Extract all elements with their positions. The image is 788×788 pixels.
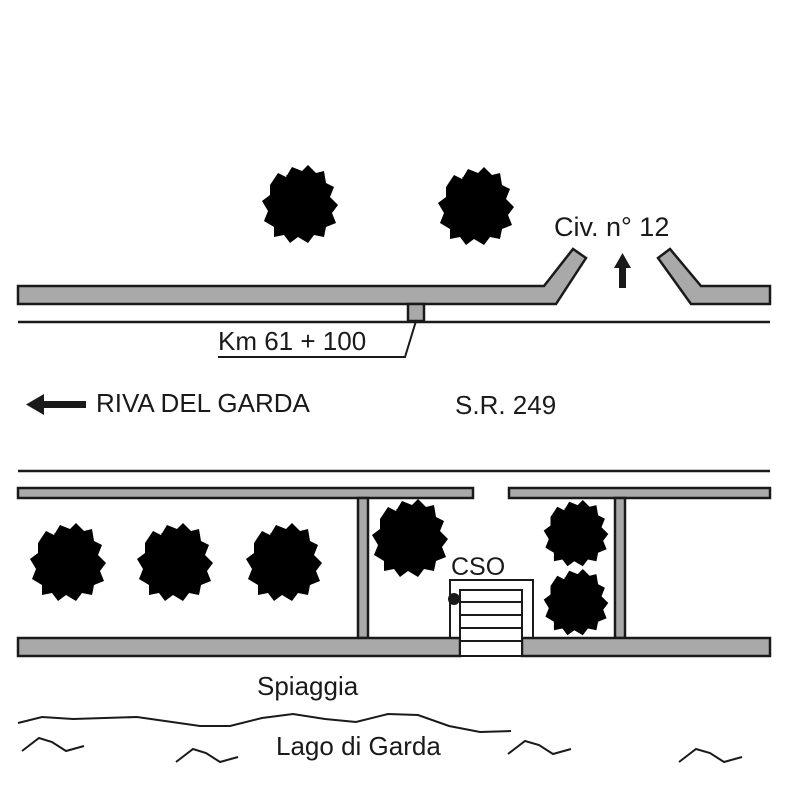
- shoreline: [17, 712, 512, 734]
- road-name-label: S.R. 249: [455, 390, 556, 420]
- cso-structure: [448, 579, 534, 657]
- lower-upper-wall-left: [16, 486, 475, 500]
- partition-wall-2: [613, 496, 627, 640]
- wave: [507, 739, 572, 756]
- tree-icon: [262, 165, 338, 243]
- tree-icon: [543, 500, 609, 567]
- civic-number-label: Civ. n° 12: [554, 212, 669, 242]
- lake-label: Lago di Garda: [276, 731, 441, 761]
- km-leader-line: [218, 320, 417, 358]
- lower-upper-wall-right: [507, 486, 772, 500]
- wave: [175, 747, 239, 764]
- direction-label: RIVA DEL GARDA: [96, 388, 310, 418]
- upper-wall-right: [656, 247, 772, 306]
- tree-icon: [137, 523, 213, 601]
- km-marker-post: [406, 302, 426, 323]
- tree-icon: [246, 523, 322, 601]
- upper-wall-left: [16, 247, 588, 306]
- tree-icon: [438, 167, 514, 245]
- wave: [21, 736, 85, 753]
- cso-label: CSO: [451, 553, 505, 581]
- wave: [678, 747, 743, 764]
- km-marker-label: Km 61 + 100: [218, 326, 366, 356]
- arrow-up-icon: [614, 253, 631, 288]
- beach-wall-left: [16, 636, 462, 658]
- arrow-left-icon: [26, 394, 86, 415]
- tree-icon: [30, 523, 106, 601]
- tree-icon: [543, 569, 609, 636]
- beach-wall-right: [520, 636, 772, 658]
- partition-wall-1: [356, 496, 370, 640]
- beach-label: Spiaggia: [257, 671, 359, 701]
- cso-point-marker: [448, 593, 460, 605]
- tree-icon: [372, 499, 448, 577]
